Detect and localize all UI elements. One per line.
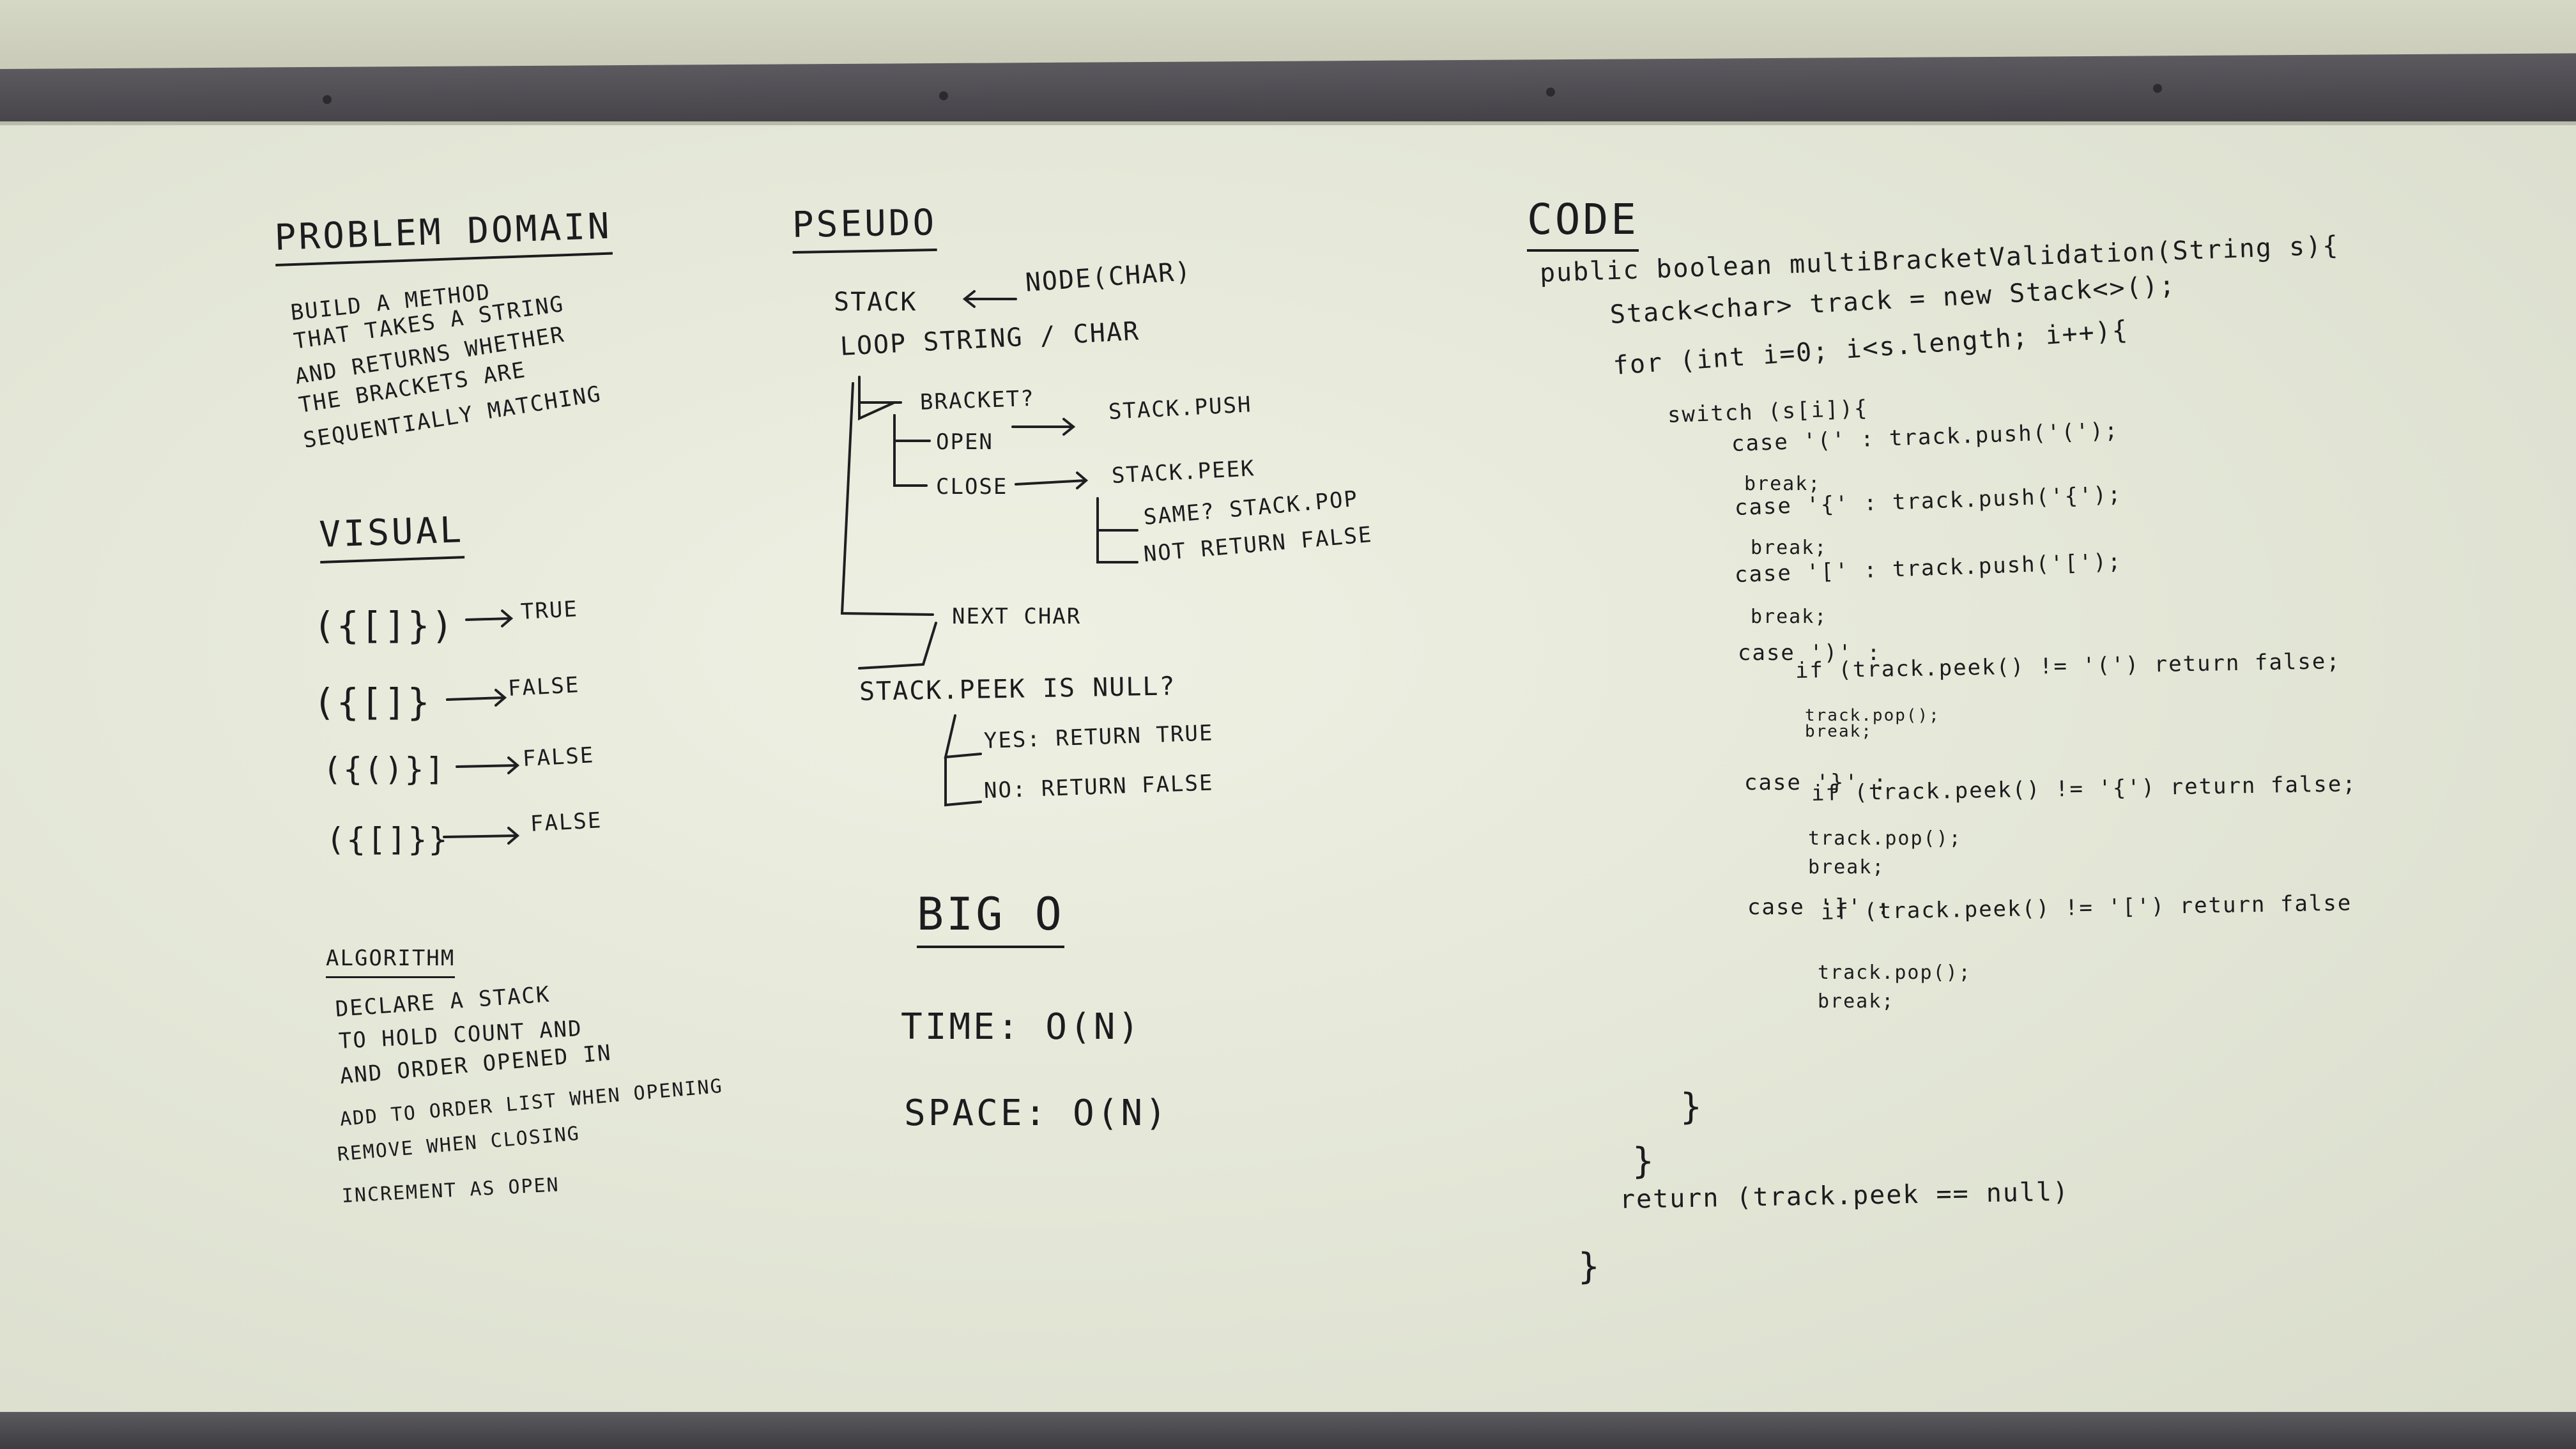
pseudo-close: Close (936, 474, 1008, 500)
code-line: break; (1751, 537, 1828, 559)
code-title: Code (1527, 195, 1639, 252)
pseudo-bracket: Bracket? (919, 385, 1036, 415)
code-line: } (1578, 1246, 1602, 1287)
code-line: break; (1805, 722, 1873, 741)
pseudo-next-char: Next char (952, 604, 1082, 629)
visual-example-result: False (507, 672, 581, 702)
code-line: case ']' : (1747, 894, 1891, 920)
code-line: track.pop(); (1808, 827, 1962, 850)
big-o-time: Time: O(n) (901, 1006, 1142, 1048)
big-o-title: Big O (917, 888, 1064, 948)
code-line: break; (1751, 606, 1828, 628)
rail-screw (1546, 88, 1555, 97)
code-line: } (1680, 1086, 1705, 1128)
visual-example-result: False (521, 742, 595, 772)
visual-title: Visual (318, 509, 465, 564)
pseudo-open: Open (936, 429, 993, 455)
code-line: } (1632, 1140, 1657, 1182)
big-o-space: Space: O(n) (904, 1092, 1169, 1134)
code-line: break; (1818, 990, 1895, 1013)
visual-example-input: ({[]}} (326, 821, 449, 858)
visual-example-input: ({()}] (323, 751, 446, 788)
code-line: break; (1744, 473, 1821, 495)
whiteboard (0, 121, 2576, 1429)
algorithm-title: Algorithm (326, 946, 456, 978)
code-line: track.pop(); (1818, 962, 1972, 984)
bottom-frame (0, 1412, 2576, 1449)
pseudo-title: Pseudo (792, 202, 937, 254)
visual-example-result: True (519, 596, 579, 625)
rail-screw (939, 91, 948, 101)
rail-screw (323, 95, 332, 104)
rail-screw (2153, 84, 2162, 93)
code-line: track.pop(); (1805, 706, 1940, 725)
code-line: case ')' : (1738, 640, 1882, 666)
visual-example-input: ({[]} (313, 680, 431, 724)
code-line: break; (1808, 856, 1885, 878)
pseudo-stack: Stack (834, 288, 917, 317)
visual-example-result: False (529, 808, 603, 837)
code-line: case '}' : (1744, 770, 1888, 795)
pseudo-peek-null: Stack.peek is null? (859, 671, 1176, 707)
visual-example-input: ({[]}) (313, 604, 455, 647)
